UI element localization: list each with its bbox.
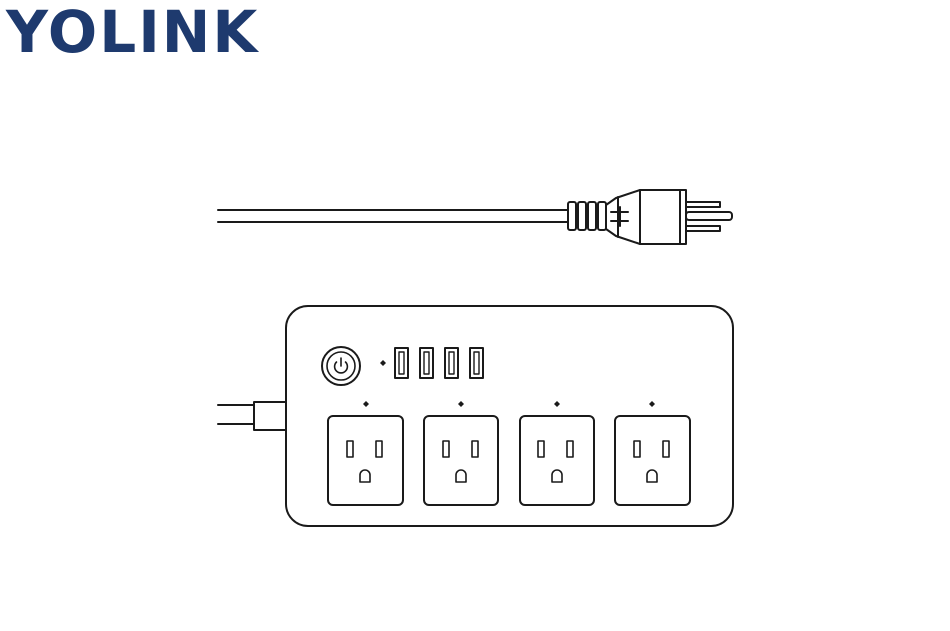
plug-prongs [686, 202, 732, 231]
usb-ports [395, 348, 483, 378]
outlet-1[interactable] [328, 416, 403, 505]
outlet-4[interactable] [615, 416, 690, 505]
outlet-indicator-dot [363, 401, 369, 407]
outlet-3[interactable] [520, 416, 594, 505]
outlet-indicator-dot [649, 401, 655, 407]
usb-port[interactable] [420, 348, 433, 378]
power-icon [335, 358, 348, 373]
outlet-indicator-dot [554, 401, 560, 407]
power-cord [218, 190, 732, 244]
power-strip [218, 306, 733, 526]
outlet-indicator-dot [458, 401, 464, 407]
outlet-indicators [363, 401, 655, 407]
usb-port[interactable] [470, 348, 483, 378]
strip-cord [218, 402, 286, 430]
plug-head [606, 190, 686, 244]
usb-indicator-dot [380, 360, 386, 366]
usb-port[interactable] [445, 348, 458, 378]
power-button[interactable] [322, 347, 360, 385]
cord-strain-relief [568, 202, 606, 230]
logo-text: YOLINK [5, 0, 259, 66]
outlets [328, 416, 690, 505]
usb-port[interactable] [395, 348, 408, 378]
yolink-logo: YOLINK [5, 0, 259, 66]
outlet-2[interactable] [424, 416, 498, 505]
